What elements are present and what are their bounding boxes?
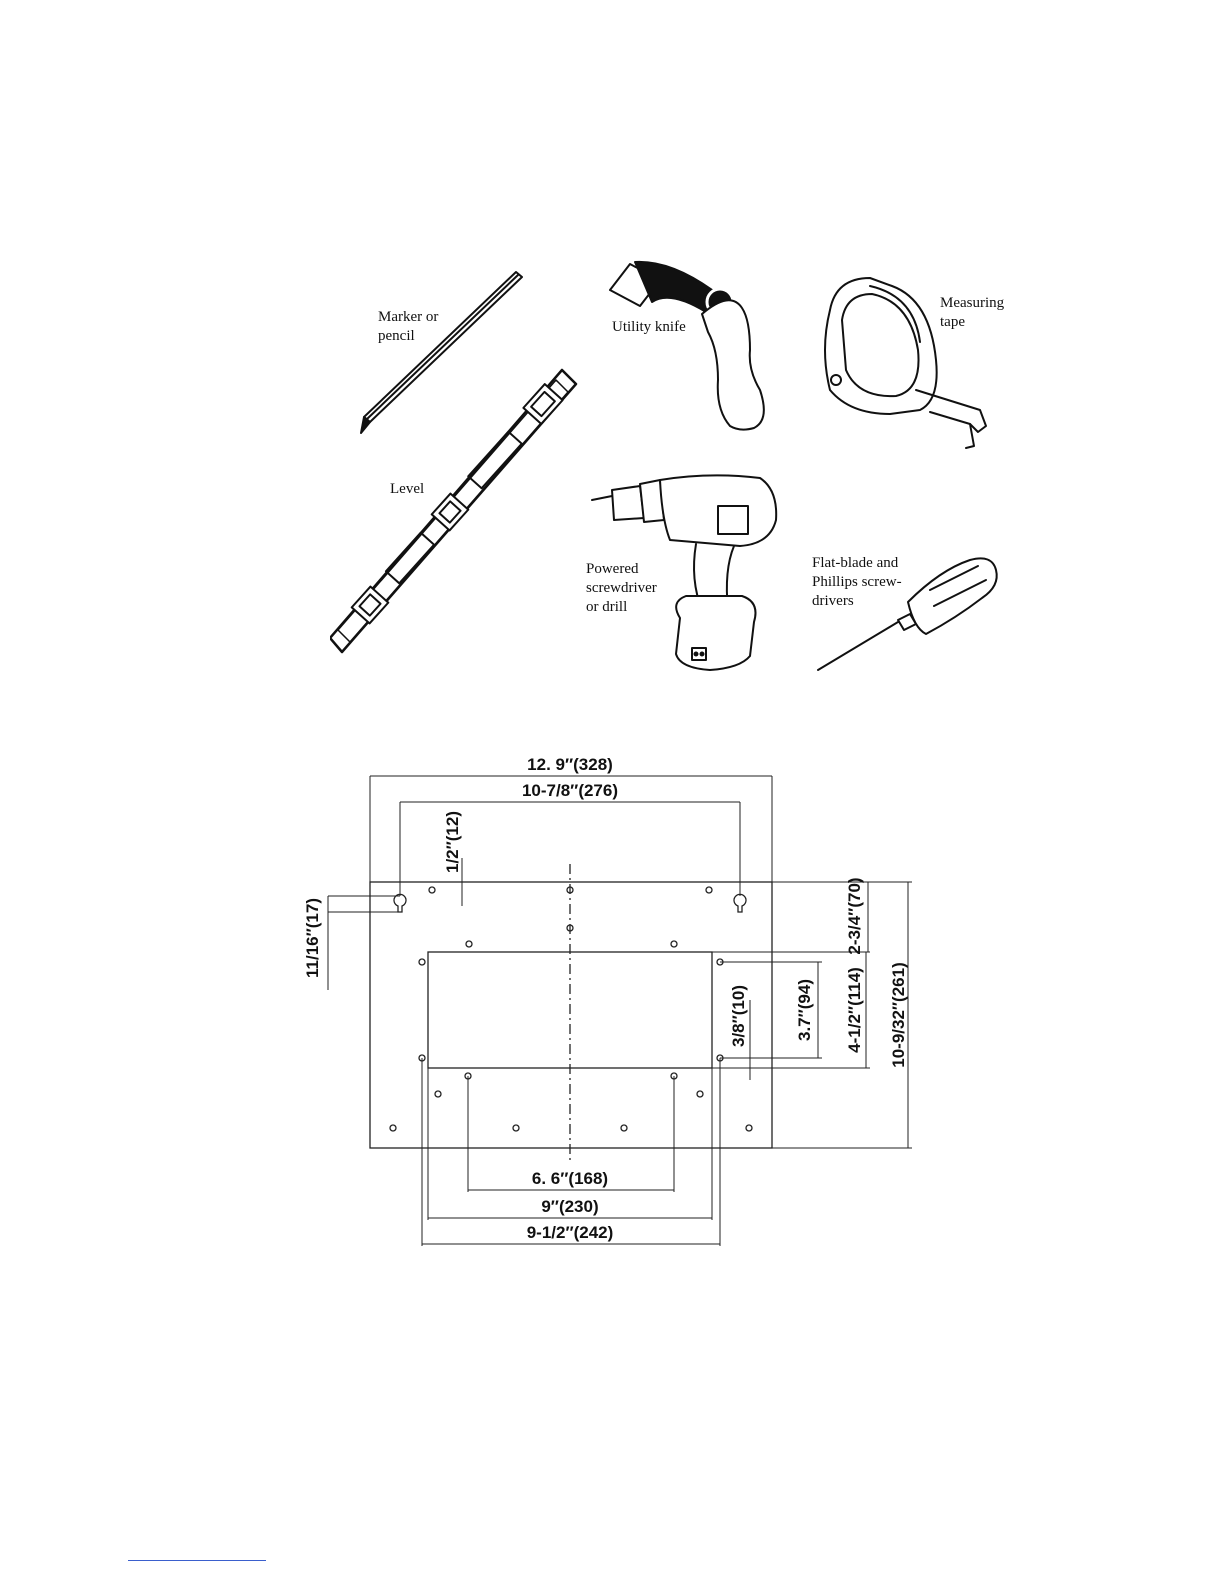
dim-keyhole-drop: 11/16″(17) (303, 898, 322, 978)
dim-keyhole-spacing: 10-7/8″(276) (522, 781, 618, 800)
dim-keyhole-offset: 1/2″(12) (443, 811, 462, 873)
dim-overall-width: 12. 9″(328) (527, 755, 613, 774)
dim-hole-spacing-outer: 9-1/2″(242) (527, 1223, 614, 1242)
dim-hole-spacing-inner: 6. 6″(168) (532, 1169, 608, 1188)
dim-hole-vertical: 3.7″(94) (795, 979, 814, 1041)
dim-overall-height: 10-9/32″(261) (889, 962, 908, 1068)
dim-cutout-width: 9″(230) (541, 1197, 598, 1216)
dim-hole-offset: 3/8″(10) (729, 985, 748, 1047)
dim-cutout-height: 4-1/2″(114) (845, 967, 864, 1053)
footnote-separator (128, 1560, 266, 1561)
keyhole-right (734, 894, 746, 912)
dim-top-to-cutout: 2-3/4″(70) (845, 877, 864, 954)
keyhole-left (394, 894, 406, 912)
screw-holes (390, 887, 752, 1131)
